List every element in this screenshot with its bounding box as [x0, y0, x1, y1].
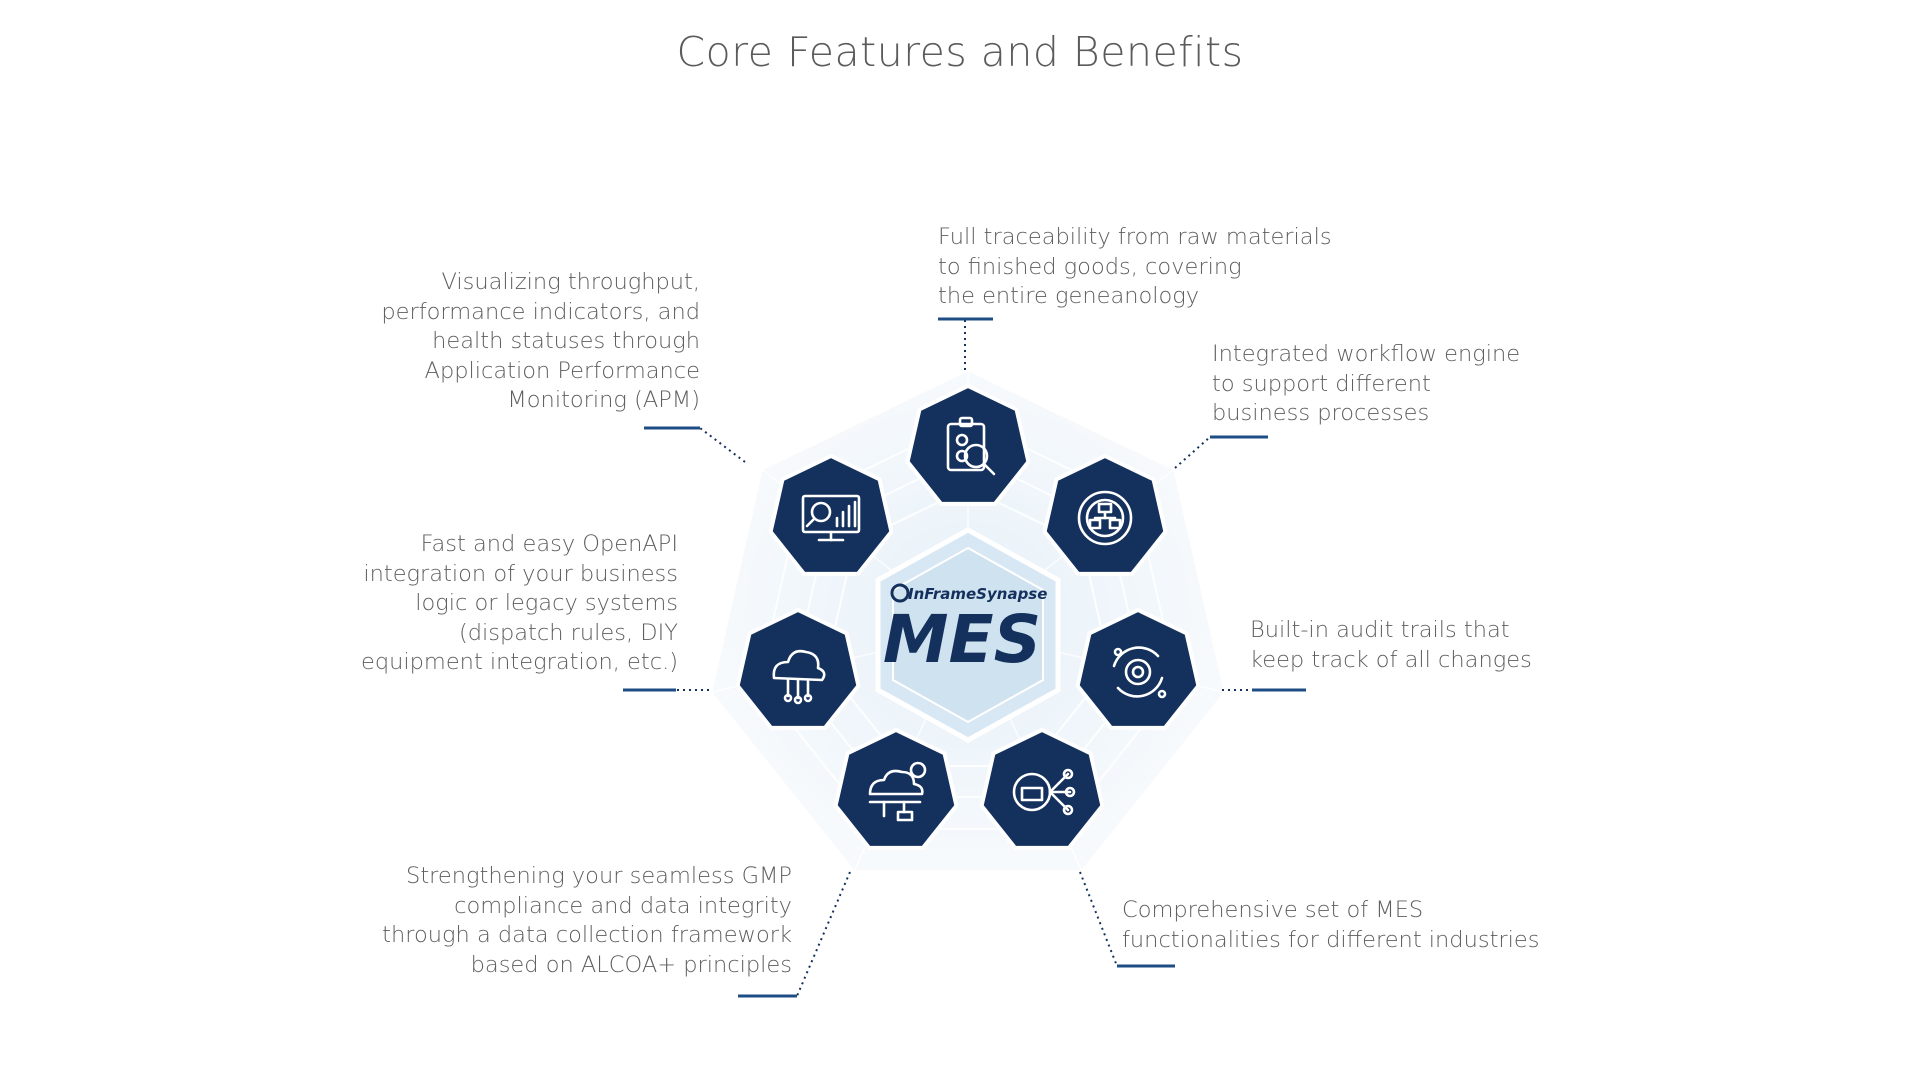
feature-node-workflow: [1042, 454, 1168, 576]
feature-label-gmp: Strengthening your seamless GMP complian…: [382, 863, 792, 978]
feature-label-audit: Built-in audit trails that keep track of…: [1250, 617, 1532, 673]
feature-label-traceability: Full traceability from raw materials to …: [938, 224, 1332, 309]
brand-logo: InFrameSynapse MES: [883, 583, 1047, 678]
feature-label-functionalities: Comprehensive set of MES functionalities…: [1122, 897, 1540, 953]
feature-node-openapi: [735, 608, 861, 730]
feature-node-audit: [1075, 608, 1201, 730]
data-collection-icon: [868, 761, 927, 822]
clipboard-inspection-icon: [946, 416, 996, 476]
page-title: Core Features and Benefits: [676, 28, 1244, 76]
gear-workflow-icon: [1077, 490, 1133, 546]
connectors: [623, 317, 1306, 998]
feature-label-openapi: Fast and easy OpenAPI integration of you…: [361, 531, 678, 675]
feature-node-apm: [768, 454, 894, 576]
cloud-api-icon: [772, 649, 826, 705]
brand-swoosh-icon: [890, 583, 910, 603]
monitor-analytics-icon: [801, 494, 861, 542]
feature-node-gmp: [833, 728, 959, 850]
factory-gear-network-icon: [1012, 768, 1076, 816]
feature-node-traceability: [905, 384, 1031, 506]
brand-name: InFrameSynapse: [908, 585, 1047, 603]
feature-node-functionalities: [979, 728, 1105, 850]
feature-label-apm: Visualizing throughput, performance indi…: [381, 269, 700, 413]
audit-cycle-icon: [1112, 646, 1167, 699]
product-name: MES: [883, 601, 1041, 678]
feature-label-workflow: Integrated workflow engine to support di…: [1212, 341, 1521, 426]
